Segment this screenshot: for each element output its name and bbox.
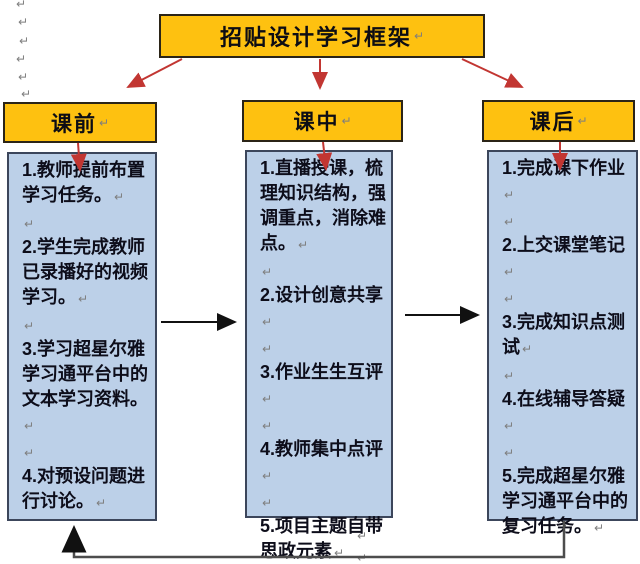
- paragraph-mark-icon: ↵: [16, 52, 27, 66]
- item-text: 3.完成知识点测试: [502, 312, 626, 357]
- body-after-class[interactable]: 1.完成课下作业↵ ↵ 2.上交课堂笔记↵ ↵ 3.完成知识点测试↵ ↵ 4.在…: [487, 150, 638, 536]
- item-text: 2.上交课堂笔记: [502, 235, 626, 255]
- paragraph-mark-icon: ↵: [594, 521, 605, 535]
- list-item: 2.学生完成教师已录播好的视频学习。↵: [22, 235, 151, 312]
- paragraph-mark-icon: ↵: [262, 469, 273, 483]
- item-text: 5.完成超星尔雅学习通平台中的复习任务。: [502, 466, 628, 536]
- title-box[interactable]: 招贴设计学习框架 ↵: [159, 14, 485, 58]
- blank-line: ↵: [502, 285, 632, 310]
- blank-line: ↵: [502, 362, 632, 387]
- list-item: 3.学习超星尔雅学习通平台中的文本学习资料。 ↵: [22, 337, 151, 439]
- list-item: 1.教师提前布置学习任务。↵: [22, 158, 151, 210]
- body-text-area: 1.直播授课，梳理知识结构，强调重点，消除难点。↵ ↵ 2.设计创意共享↵ ↵ …: [247, 152, 391, 564]
- paragraph-mark-icon: ↵: [262, 315, 273, 329]
- paragraph-mark-icon: ↵: [298, 238, 309, 252]
- item-text: 4.在线辅导答疑: [502, 389, 626, 409]
- list-item: 2.设计创意共享 ↵: [260, 283, 387, 335]
- list-item: 3.完成知识点测试↵: [502, 310, 632, 362]
- paragraph-mark-icon: ↵: [504, 215, 515, 229]
- item-text: 4.对预设问题进行讨论。: [22, 466, 146, 511]
- paragraph-mark-icon: ↵: [78, 292, 89, 306]
- item-text: 2.设计创意共享: [260, 285, 384, 305]
- paragraph-mark-icon: ↵: [504, 292, 515, 306]
- list-item: 4.对预设问题进行讨论。↵: [22, 464, 151, 516]
- blank-line: ↵: [22, 210, 151, 235]
- paragraph-mark-icon: ↵: [504, 265, 515, 279]
- header-after-class[interactable]: 课后 ↵: [482, 100, 635, 142]
- blank-line: ↵: [260, 412, 387, 437]
- list-item: 5.完成超星尔雅学习通平台中的复习任务。↵: [502, 464, 632, 541]
- paragraph-mark-icon: ↵: [18, 15, 29, 29]
- blank-line: ↵: [22, 439, 151, 464]
- paragraph-mark-icon: ↵: [24, 419, 35, 433]
- blank-line: ↵: [260, 489, 387, 514]
- item-text: 1.教师提前布置学习任务。: [22, 160, 146, 205]
- paragraph-mark-icon: ↵: [262, 342, 273, 356]
- paragraph-mark-icon: ↵: [19, 34, 30, 48]
- list-item: 5.项目主题自带思政元素↵: [260, 514, 387, 564]
- paragraph-mark-icon: ↵: [262, 265, 273, 279]
- paragraph-mark-icon: ↵: [522, 342, 533, 356]
- title-text: 招贴设计学习框架: [219, 25, 412, 50]
- body-text-area: 1.完成课下作业↵ ↵ 2.上交课堂笔记↵ ↵ 3.完成知识点测试↵ ↵ 4.在…: [489, 152, 636, 541]
- header-pre-class[interactable]: 课前 ↵: [3, 102, 157, 143]
- paragraph-mark-icon: ↵: [504, 188, 515, 202]
- red-arrow-title-to-pre-class: [126, 58, 183, 88]
- body-in-class[interactable]: 1.直播授课，梳理知识结构，强调重点，消除难点。↵ ↵ 2.设计创意共享↵ ↵ …: [245, 150, 393, 561]
- paragraph-mark-icon: ↵: [413, 29, 425, 43]
- paragraph-mark-icon: ↵: [334, 546, 345, 560]
- item-text: 2.学生完成教师已录播好的视频学习。: [22, 237, 148, 307]
- body-text-area: 1.教师提前布置学习任务。↵ ↵ 2.学生完成教师已录播好的视频学习。↵ ↵ 3…: [9, 154, 155, 516]
- paragraph-mark-icon: ↵: [577, 114, 588, 128]
- paragraph-mark-icon: ↵: [262, 419, 273, 433]
- blank-line: ↵: [22, 312, 151, 337]
- header-text: 课后: [529, 111, 576, 134]
- paragraph-mark-icon: ↵: [18, 70, 29, 84]
- paragraph-mark-icon: ↵: [504, 369, 515, 383]
- header-in-class[interactable]: 课中 ↵: [242, 100, 403, 142]
- paragraph-mark-icon: ↵: [24, 217, 35, 231]
- paragraph-mark-icon: ↵: [24, 446, 35, 460]
- paragraph-mark-icon: ↵: [262, 496, 273, 510]
- list-item: 4.教师集中点评 ↵: [260, 437, 387, 489]
- paragraph-mark-icon: ↵: [357, 551, 368, 564]
- header-text: 课中: [293, 111, 340, 134]
- paragraph-mark-icon: ↵: [16, 0, 27, 11]
- list-item: 3.作业生生互评 ↵: [260, 360, 387, 412]
- item-text: 4.教师集中点评: [260, 439, 384, 459]
- item-text: 3.作业生生互评: [260, 362, 384, 382]
- blank-line: ↵: [260, 335, 387, 360]
- paragraph-mark-icon: ↵: [357, 529, 368, 543]
- red-arrow-title-to-after-class: [461, 58, 524, 88]
- body-pre-class[interactable]: 1.教师提前布置学习任务。↵ ↵ 2.学生完成教师已录播好的视频学习。↵ ↵ 3…: [7, 152, 157, 521]
- paragraph-mark-icon: ↵: [504, 446, 515, 460]
- list-item: 4.在线辅导答疑 ↵: [502, 387, 632, 439]
- list-item: 2.上交课堂笔记 ↵: [502, 233, 632, 285]
- blank-line: ↵: [502, 208, 632, 233]
- blank-line: ↵: [260, 258, 387, 283]
- header-text: 课前: [50, 112, 97, 136]
- paragraph-mark-icon: ↵: [504, 419, 515, 433]
- paragraph-mark-icon: ↵: [262, 392, 273, 406]
- paragraph-mark-icon: ↵: [98, 115, 110, 130]
- paragraph-mark-icon: ↵: [96, 496, 107, 510]
- list-item: 1.完成课下作业 ↵: [502, 156, 632, 208]
- item-text: 3.学习超星尔雅学习通平台中的文本学习资料。: [22, 339, 148, 409]
- paragraph-mark-icon: ↵: [341, 114, 352, 128]
- item-text: 1.完成课下作业: [502, 158, 626, 178]
- paragraph-mark-icon: ↵: [21, 87, 32, 101]
- paragraph-mark-icon: ↵: [114, 190, 125, 204]
- blank-line: ↵: [502, 439, 632, 464]
- item-text: 1.直播授课，梳理知识结构，强调重点，消除难点。: [260, 158, 386, 253]
- paragraph-mark-icon: ↵: [24, 319, 35, 333]
- list-item: 1.直播授课，梳理知识结构，强调重点，消除难点。↵: [260, 156, 387, 258]
